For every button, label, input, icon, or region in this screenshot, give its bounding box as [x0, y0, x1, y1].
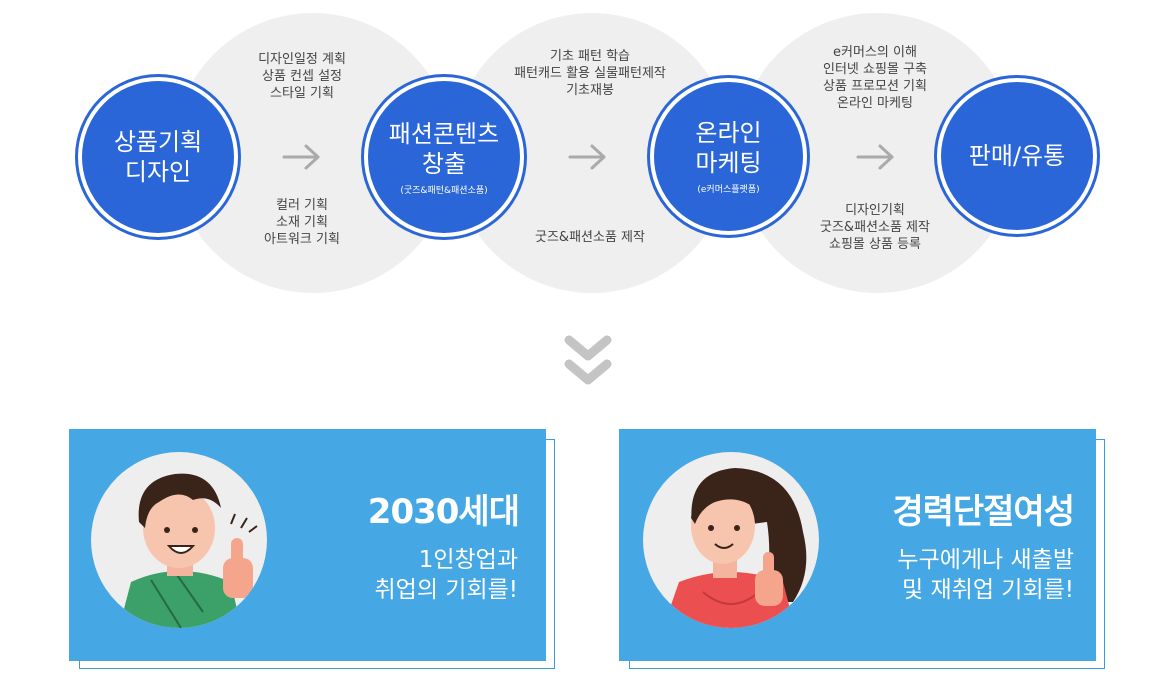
- woman-thumbs-up-avatar: [643, 452, 819, 628]
- node-subtitle: (e커머스플랫폼): [697, 185, 760, 195]
- label-line: 기초 패턴 학습: [549, 49, 631, 64]
- node-product-planning: 상품기획 디자인: [78, 77, 238, 237]
- arrow-right-icon: [856, 144, 894, 170]
- step-label: 기초 패턴 학습 패턴캐드 활용 실물패턴제작 기초재봉: [480, 48, 700, 99]
- label-line: 디자인기획: [845, 203, 905, 218]
- node-title-line: 마케팅: [695, 149, 762, 177]
- label-line: 상품 프로모션 기획: [823, 79, 927, 94]
- node-subtitle: (굿즈&패턴&패션소품): [400, 185, 488, 196]
- label-line: e커머스의 이해: [833, 45, 917, 60]
- label-line: 소재 기획: [276, 215, 328, 230]
- step-label: 굿즈&패션소품 제작: [500, 229, 680, 246]
- card-career-break: 경력단절여성 누구에게나 새출발 및 재취업 기회를!: [619, 429, 1096, 661]
- node-title-line: 상품기획: [113, 128, 203, 156]
- node-title-line: 온라인: [695, 119, 762, 147]
- label-line: 인터넷 쇼핑몰 구축: [823, 62, 927, 77]
- label-line: 아트워크 기획: [264, 232, 340, 247]
- double-chevron-down-icon: [564, 335, 612, 385]
- card-title: 2030세대: [367, 492, 520, 532]
- card-title: 경력단절여성: [892, 492, 1075, 532]
- label-line: 온라인 마케팅: [837, 96, 913, 111]
- desc-line: 및 재취업 기회를!: [902, 577, 1074, 603]
- node-title-line: 창출: [421, 149, 467, 178]
- step-label: 컬러 기획 소재 기획 아트워크 기획: [218, 197, 386, 248]
- desc-line: 1인창업과: [418, 547, 518, 573]
- desc-line: 취업의 기회를!: [374, 577, 519, 603]
- label-line: 굿즈&패션소품 제작: [535, 230, 645, 245]
- man-thumbs-up-avatar: [91, 452, 267, 628]
- node-sales-distribution: 판매/유통: [937, 78, 1097, 234]
- label-line: 컬러 기획: [276, 198, 328, 213]
- arrow-right-icon: [282, 144, 320, 170]
- label-line: 쇼핑몰 상품 등록: [829, 237, 921, 252]
- label-line: 스타일 기획: [270, 86, 334, 101]
- label-line: 기초재봉: [566, 83, 614, 98]
- arrow-right-icon: [568, 144, 606, 170]
- node-fashion-content: 패션콘텐츠 창출 (굿즈&패턴&패션소품): [364, 77, 524, 237]
- desc-line: 누구에게나 새출발: [897, 547, 1074, 573]
- label-line: 상품 컨셉 설정: [261, 69, 343, 84]
- step-label: 디자인기획 굿즈&패션소품 제작 쇼핑몰 상품 등록: [790, 202, 960, 253]
- label-line: 패턴캐드 활용 실물패턴제작: [514, 66, 666, 81]
- node-online-marketing: 온라인 마케팅 (e커머스플랫폼): [650, 78, 807, 235]
- step-label: e커머스의 이해 인터넷 쇼핑몰 구축 상품 프로모션 기획 온라인 마케팅: [790, 44, 960, 112]
- node-title-line: 디자인: [124, 158, 192, 186]
- label-line: 굿즈&패션소품 제작: [820, 220, 930, 235]
- node-title-line: 판매/유통: [968, 142, 1066, 170]
- step-label: 디자인일정 계획 상품 컨셉 설정 스타일 기획: [218, 51, 386, 102]
- card-2030: 2030세대 1인창업과 취업의 기회를!: [69, 429, 546, 661]
- node-title-line: 패션콘텐츠: [388, 119, 500, 148]
- card-description: 누구에게나 새출발 및 재취업 기회를!: [897, 545, 1074, 605]
- card-description: 1인창업과 취업의 기회를!: [375, 545, 519, 605]
- label-line: 디자인일정 계획: [258, 52, 346, 67]
